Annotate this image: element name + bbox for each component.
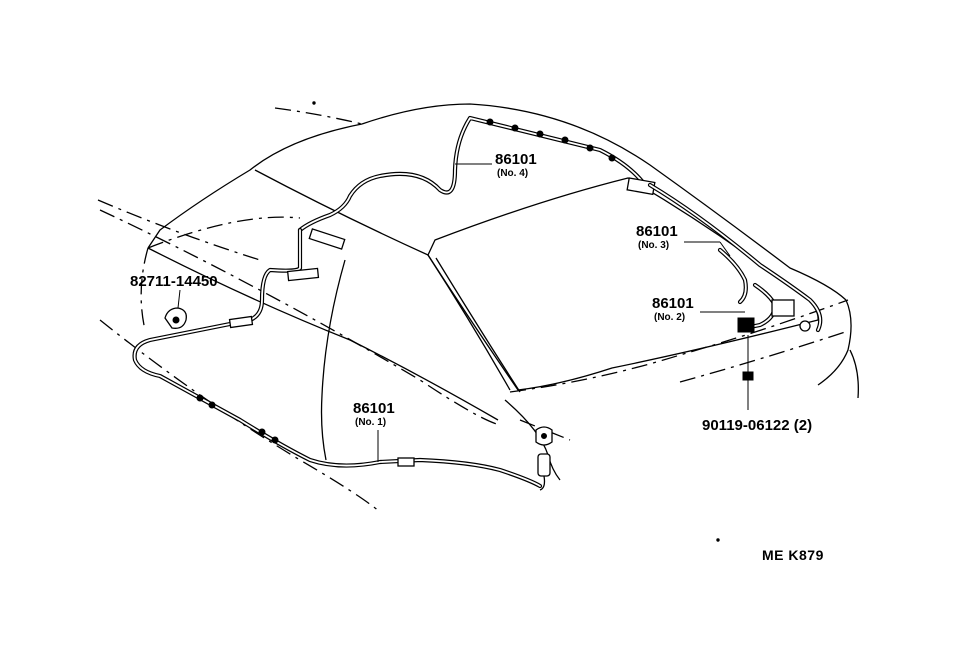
harness-no2-relay — [771, 299, 795, 317]
car-body-outline — [97, 103, 859, 513]
harness-no2-connector — [737, 317, 755, 333]
label-harness-no4-sub: (No. 4) — [497, 168, 528, 179]
label-harness-no2-sub: (No. 2) — [654, 312, 685, 323]
bolt-part — [742, 335, 754, 410]
rear-window-outline — [427, 177, 819, 391]
harness-no2-grommet — [799, 320, 811, 332]
rear-quarter-outline — [817, 299, 852, 386]
rear-end-line — [849, 349, 859, 399]
side-wire-connector-lower — [228, 315, 254, 329]
harness-no1-connector — [397, 457, 415, 467]
pillar-line — [254, 169, 429, 256]
c-pillar-line — [435, 257, 521, 393]
figure-code: ME K879 — [762, 547, 824, 563]
harness-no2-wire — [737, 282, 811, 333]
roof-edge-line — [274, 107, 363, 125]
label-harness-no1: 86101 (No. 1) — [353, 400, 395, 428]
side-upper-dash — [97, 199, 261, 261]
trunk-lower-dash — [679, 331, 846, 383]
pillar-dash — [147, 216, 301, 249]
label-harness-no1-sub: (No. 1) — [355, 417, 386, 428]
harness-no3-wire — [647, 182, 823, 333]
label-harness-no2-part: 86101 — [652, 295, 694, 312]
rear-window-inner — [427, 254, 511, 391]
label-bolt-part: 90119-06122 (2) — [702, 417, 812, 434]
stray-mark-bottom — [716, 538, 720, 542]
b-pillar-line — [320, 259, 346, 461]
front-door-dash — [140, 247, 149, 331]
trunk-edge-dash — [509, 299, 849, 393]
rear-wheel-dash — [519, 419, 571, 441]
belt-line — [147, 247, 499, 421]
label-harness-no2: 86101 (No. 2) — [652, 295, 694, 323]
harness-no4-wire — [297, 115, 656, 250]
harness-no4-connector — [308, 228, 346, 250]
roof-front-outline — [147, 123, 363, 249]
label-clamp-part: 82711-14450 — [130, 273, 218, 290]
label-harness-no4: 86101 (No. 4) — [495, 151, 537, 179]
side-wire-clips — [196, 394, 279, 444]
label-harness-no1-part: 86101 — [353, 400, 395, 417]
rear-end-plug — [537, 453, 551, 477]
label-harness-no4-part: 86101 — [495, 151, 537, 168]
label-harness-no3-sub: (No. 3) — [638, 240, 669, 251]
grommet-part — [535, 426, 553, 446]
rear-plug-lead — [539, 475, 546, 491]
stray-mark-top — [312, 101, 316, 105]
side-wire-connector-upper — [286, 267, 320, 282]
door-lower-dash — [99, 319, 381, 513]
label-harness-no3-part: 86101 — [636, 223, 678, 240]
harness-no4-clips — [486, 118, 616, 162]
label-harness-no3: 86101 (No. 3) — [636, 223, 678, 251]
roof-outline — [361, 103, 847, 301]
harness-side-wire — [132, 227, 551, 491]
leader-lines — [177, 163, 745, 462]
clamp-part — [164, 307, 187, 329]
